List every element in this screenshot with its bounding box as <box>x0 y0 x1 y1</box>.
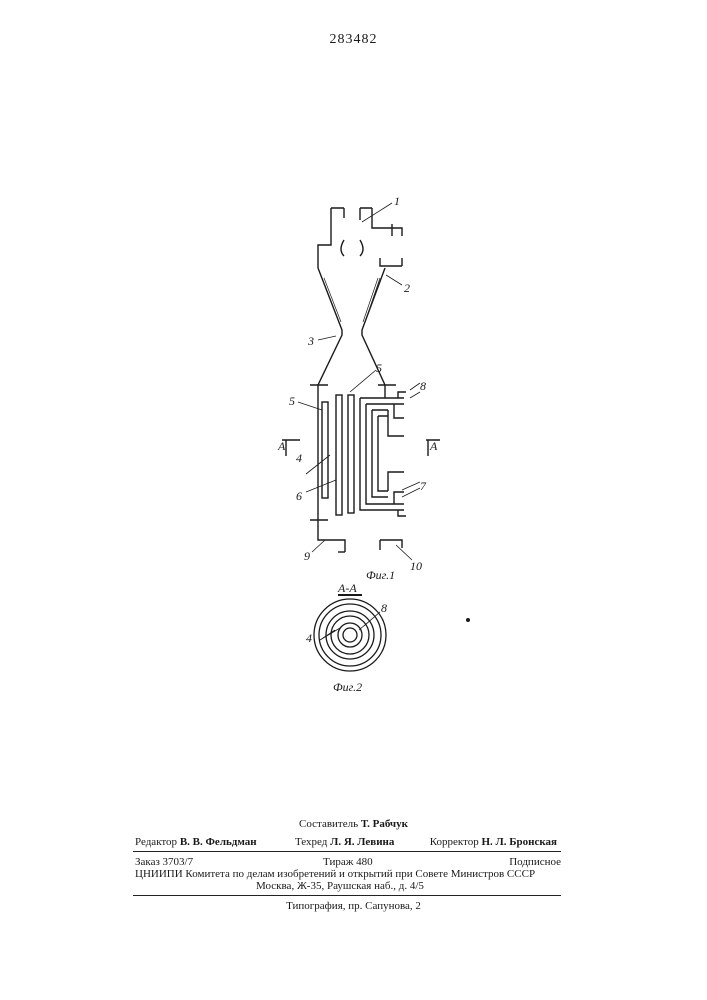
coil-ends <box>394 392 406 516</box>
label-3: 3 <box>307 334 314 348</box>
side-inlet-2 <box>380 258 402 266</box>
circulation: Тираж 480 <box>323 856 373 868</box>
printer: Типография, пр. Сапунова, 2 <box>0 900 707 912</box>
stray-dot <box>466 618 470 622</box>
compiler-prefix: Составитель <box>299 818 358 830</box>
label-9: 9 <box>304 549 310 563</box>
cone-left <box>318 268 342 385</box>
bottom-outlet-10 <box>380 540 402 550</box>
corrector-prefix: Корректор <box>430 836 479 848</box>
divider-top <box>133 851 561 852</box>
figure2-label-8: 8 <box>381 601 387 615</box>
label-5-right: 5 <box>376 361 382 375</box>
tube-6-inner <box>348 395 354 513</box>
compiler-credit: Составитель Т. Рабчук <box>0 818 707 830</box>
label-4: 4 <box>296 451 302 465</box>
top-inlet-left-flange <box>331 208 344 218</box>
figure2-section-title: А-А <box>337 581 357 595</box>
figure2-label-4: 4 <box>306 631 312 645</box>
top-inlet-right-wall <box>360 208 402 236</box>
figure1-caption: Фиг.1 <box>366 568 395 582</box>
section-mark-left-label: A <box>277 439 286 453</box>
label-6: 6 <box>296 489 302 503</box>
subscription-note: Подписное <box>509 856 561 868</box>
label-7: 7 <box>420 479 427 493</box>
figure2-caption: Фиг.2 <box>333 680 362 694</box>
label-8: 8 <box>420 379 426 393</box>
label-10: 10 <box>410 559 422 573</box>
corrector-credit: Корректор Н. Л. Бронская <box>430 836 557 848</box>
editor-name: В. В. Фельдман <box>180 836 257 848</box>
label-1: 1 <box>394 194 400 208</box>
inlet-nozzle-1 <box>341 240 363 256</box>
order-number: Заказ 3703/7 <box>135 856 193 868</box>
coil-7-outer <box>372 410 388 497</box>
label-2: 2 <box>404 281 410 295</box>
divider-bottom <box>133 895 561 896</box>
tube-4-inner <box>336 395 342 515</box>
cross-section-rings <box>314 595 386 671</box>
section-mark-right-label: A <box>429 439 438 453</box>
corrector-name: Н. Л. Бронская <box>482 836 558 848</box>
right-wall <box>385 385 404 491</box>
techred-prefix: Техред <box>295 836 327 848</box>
editor-prefix: Редактор <box>135 836 177 848</box>
cone-shading-right <box>363 278 380 325</box>
address: Москва, Ж-35, Раушская наб., д. 4/5 <box>256 880 424 892</box>
techred-name: Л. Я. Левина <box>330 836 394 848</box>
coil-7-inner <box>378 416 388 491</box>
top-inlet-left-wall <box>318 208 331 268</box>
techred-credit: Техред Л. Я. Левина <box>295 836 394 848</box>
leaders <box>298 203 420 560</box>
label-5-left: 5 <box>289 394 295 408</box>
compiler-name: Т. Рабчук <box>361 818 408 830</box>
organization: ЦНИИПИ Комитета по делам изобретений и о… <box>135 868 535 880</box>
editor-credit: Редактор В. В. Фельдман <box>135 836 257 848</box>
